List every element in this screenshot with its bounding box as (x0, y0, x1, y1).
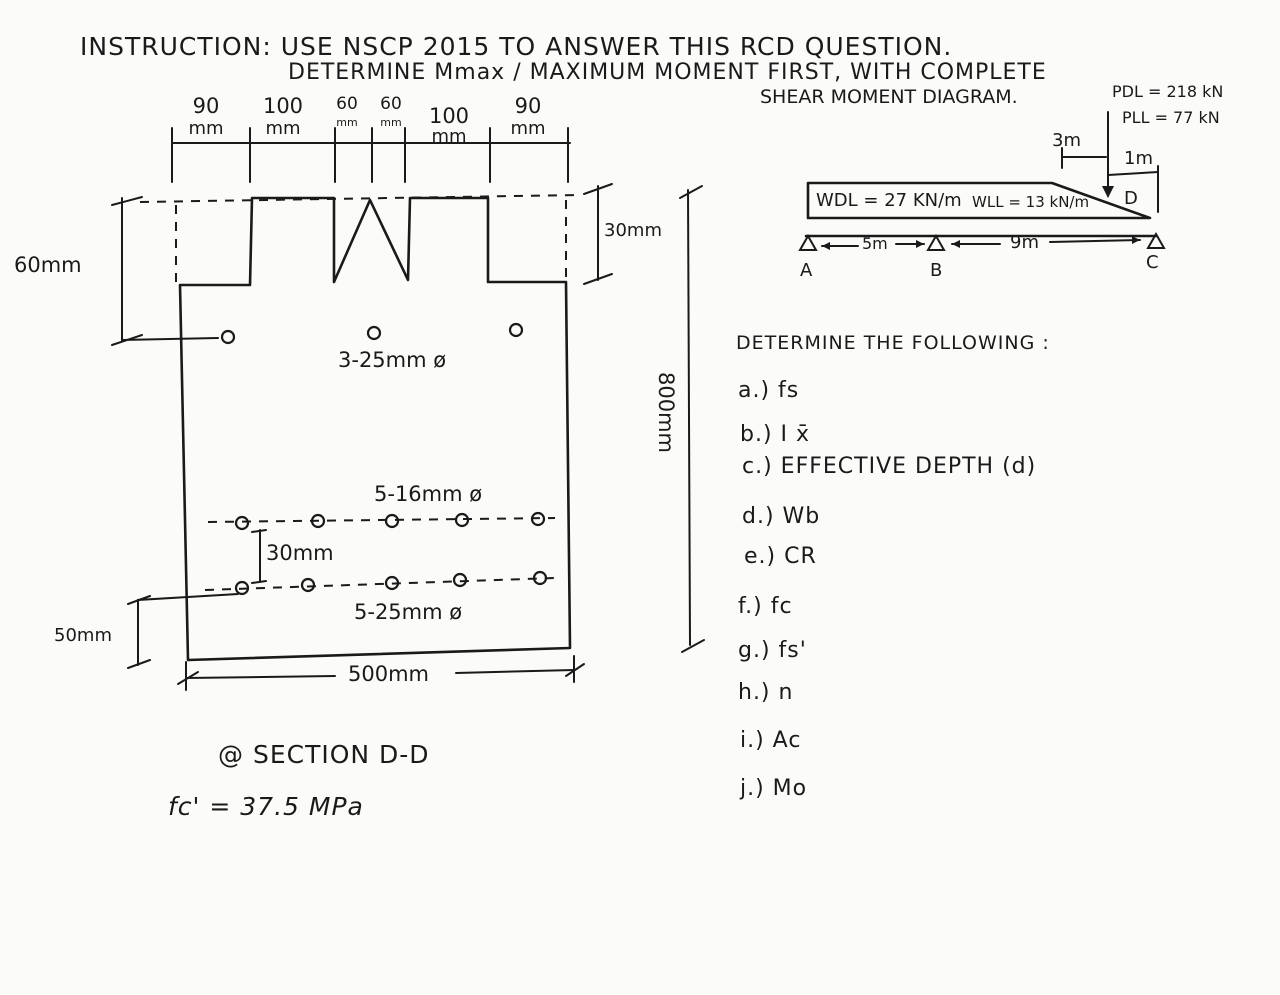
question-item: b.) I x̄ (740, 422, 811, 447)
dim-500mm: 500mm (348, 662, 429, 686)
instruction-line-1: INSTRUCTION: USE NSCP 2015 TO ANSWER THI… (80, 32, 953, 61)
dim-60mm-left: 60mm (14, 253, 82, 277)
dim-90-right: 90 mm (510, 94, 546, 139)
question-item: i.) Ac (740, 728, 802, 753)
dim-100-right: 100 mm (428, 104, 470, 147)
question-item: a.) fs (738, 378, 800, 403)
question-item: j.) Mo (740, 776, 808, 801)
dim-60-a: 60 mm (336, 94, 358, 129)
dim-50mm-left: 50mm (54, 625, 112, 646)
concrete-strength: fc' = 37.5 MPa (168, 792, 364, 821)
dim-30mm-right: 30mm (604, 220, 662, 241)
instruction-line-3: SHEAR MOMENT DIAGRAM. (760, 86, 1018, 108)
question-item: e.) CR (744, 544, 817, 569)
dim-800mm: 800mm (654, 372, 678, 453)
question-item: d.) Wb (742, 504, 821, 529)
instruction-line-2: DETERMINE Mmax / MAXIMUM MOMENT FIRST, W… (288, 60, 1047, 85)
dim-90-left: 90 mm (188, 94, 224, 139)
dim-100-left: 100 mm (262, 94, 304, 139)
question-item: g.) fs' (738, 638, 807, 663)
section-label: @ SECTION D-D (218, 740, 430, 769)
dim-3m: 3m (1052, 130, 1081, 151)
pll-label: PLL = 77 kN (1122, 108, 1220, 127)
point-d-label: D (1124, 188, 1138, 209)
label-spacing: 30mm (266, 541, 334, 565)
label-mid-bars: 5-16mm ø (374, 482, 483, 506)
pdl-label: PDL = 218 kN (1112, 82, 1224, 101)
support-b-label: B (930, 260, 943, 281)
label-bottom-bars: 5-25mm ø (354, 600, 463, 624)
question-item: c.) EFFECTIVE DEPTH (d) (742, 454, 1037, 479)
label-top-bars: 3-25mm ø (338, 348, 447, 372)
dim-1m: 1m (1124, 148, 1153, 169)
support-c-label: C (1146, 252, 1159, 273)
question-item: f.) fc (738, 594, 793, 619)
support-a-label: A (800, 260, 813, 281)
questions-heading: DETERMINE THE FOLLOWING : (736, 332, 1050, 354)
question-item: h.) n (738, 680, 794, 705)
dim-60-b: 60 mm (380, 94, 402, 129)
wdl-label: WDL = 27 KN/m (816, 190, 962, 211)
span-ab: 5m (862, 234, 888, 253)
span-bc: 9m (1010, 232, 1039, 253)
wll-label: WLL = 13 kN/m (972, 193, 1090, 211)
